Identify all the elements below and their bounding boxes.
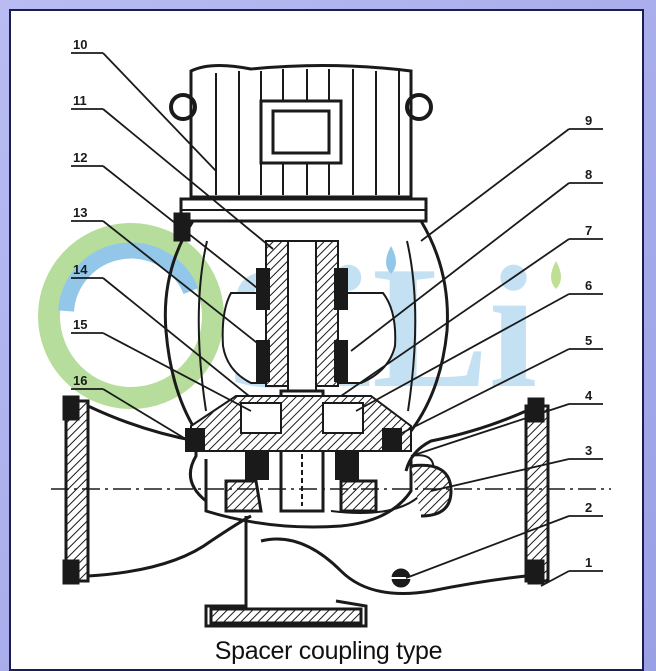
callout-15: 15: [73, 317, 87, 332]
leader-lines: [71, 52, 603, 587]
callout-14: 14: [73, 262, 88, 277]
callout-4: 4: [585, 388, 593, 403]
callout-8: 8: [585, 167, 592, 182]
diagram-caption: Spacer coupling type: [214, 637, 443, 665]
callout-2: 2: [585, 500, 592, 515]
shaft-coupling: [256, 240, 348, 513]
callout-9: 9: [585, 113, 592, 128]
pump-casing: [51, 395, 611, 628]
drawing-panel: SiLi: [9, 9, 644, 671]
callout-10: 10: [73, 37, 87, 52]
callout-5: 5: [585, 333, 592, 348]
callout-6: 6: [585, 278, 592, 293]
callout-16: 16: [73, 373, 87, 388]
callout-13: 13: [73, 205, 87, 220]
callout-11: 11: [73, 93, 87, 108]
callout-12: 12: [73, 150, 87, 165]
callout-7: 7: [585, 223, 592, 238]
callout-3: 3: [585, 443, 592, 458]
motor: [169, 63, 433, 223]
callout-1: 1: [585, 555, 592, 570]
pump-cross-section-diagram: SiLi: [38, 37, 611, 628]
